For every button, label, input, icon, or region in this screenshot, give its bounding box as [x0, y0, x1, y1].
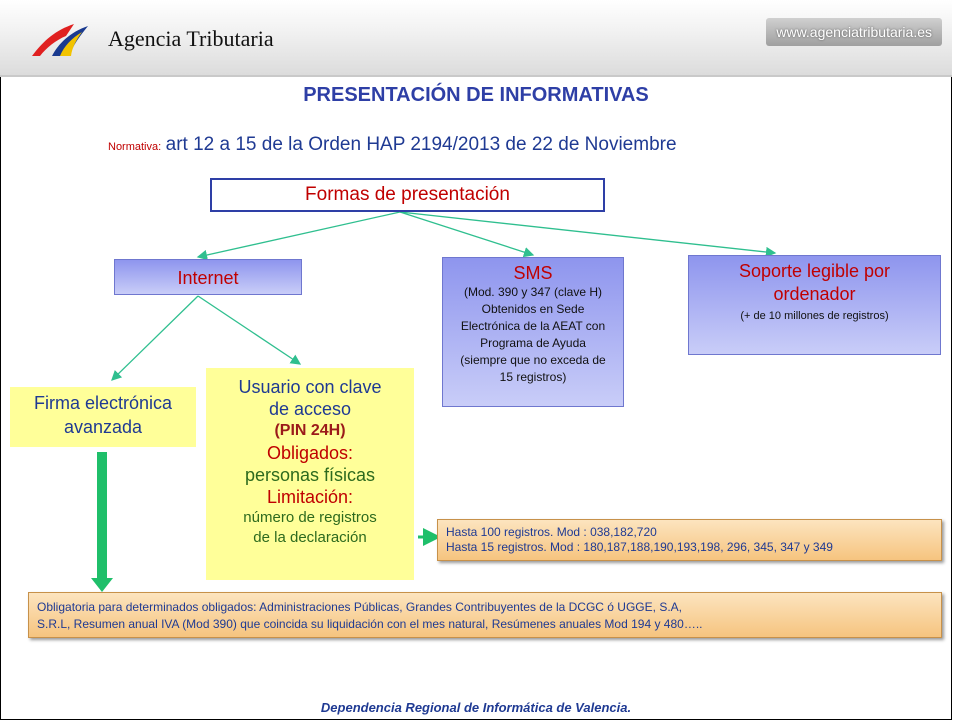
- footer-text: Dependencia Regional de Informática de V…: [320, 700, 632, 715]
- usuario-clave-box: Usuario con clave de acceso (PIN 24H) Ob…: [206, 368, 414, 580]
- page-title: PRESENTACIÓN DE INFORMATIVAS: [303, 84, 649, 106]
- sms-line: Electrónica de la AEAT con: [460, 319, 606, 333]
- firma-down-arrow: [91, 452, 113, 592]
- normativa-line: Normativa: art 12 a 15 de la Orden HAP 2…: [108, 134, 677, 156]
- firma-line1: Firma electrónica: [33, 393, 173, 413]
- connector-root-internet: [196, 211, 401, 261]
- sms-line: (siempre que no exceda de: [460, 353, 606, 367]
- de-la-declaracion: de la declaración: [253, 529, 367, 546]
- obligatoria-box: Obligatoria para determinados obligados:…: [28, 592, 942, 638]
- normativa-text: art 12 a 15 de la Orden HAP 2194/2013 de…: [165, 134, 677, 155]
- sms-line: 15 registros): [499, 370, 567, 384]
- usuario-line2: de acceso: [268, 399, 352, 419]
- agency-name: Agencia Tributaria: [108, 26, 274, 51]
- soporte-line2: ordenador: [773, 284, 856, 304]
- soporte-note: (+ de 10 millones de registros): [740, 310, 889, 322]
- soporte-box: Soporte legible por ordenador (+ de 10 m…: [688, 255, 941, 355]
- sms-line: (Mod. 390 y 347 (clave H): [463, 285, 603, 299]
- personas-fisicas: personas físicas: [244, 465, 376, 485]
- firma-electronica-box: Firma electrónica avanzada: [10, 387, 196, 447]
- website-url[interactable]: www.agenciatributaria.es: [766, 18, 942, 46]
- sms-title: SMS: [513, 263, 553, 283]
- sms-box: SMS (Mod. 390 y 347 (clave H) Obtenidos …: [442, 257, 624, 407]
- sms-line: Programa de Ayuda: [480, 336, 586, 350]
- formas-presentacion-box: Formas de presentación: [210, 178, 605, 212]
- connector-internet-firma: [111, 295, 199, 381]
- sms-line: Obtenidos en Sede: [481, 302, 585, 316]
- normativa-label: Normativa:: [108, 141, 162, 153]
- numero-registros: número de registros: [243, 509, 377, 526]
- header-bar: Agencia Tributaria www.agenciatributaria…: [0, 0, 952, 77]
- hasta-line2: Hasta 15 registros. Mod : 180,187,188,19…: [446, 540, 833, 554]
- usuario-line1: Usuario con clave: [238, 377, 382, 397]
- connector-root-sms: [399, 211, 535, 258]
- obligados-label: Obligados:: [266, 443, 354, 463]
- hasta-line1: Hasta 100 registros. Mod : 038,182,720: [446, 525, 657, 539]
- limitacion-label: Limitación:: [266, 487, 354, 507]
- connector-internet-usuario: [197, 295, 302, 365]
- obligatoria-line2: S.R.L, Resumen anual IVA (Mod 390) que c…: [37, 617, 703, 631]
- internet-box: Internet: [114, 259, 302, 295]
- hasta-registros-box: Hasta 100 registros. Mod : 038,182,720 H…: [437, 519, 942, 561]
- soporte-line1: Soporte legible por: [738, 261, 891, 281]
- pin-label: (PIN 24H): [274, 422, 346, 439]
- connector-root-soporte: [399, 211, 777, 258]
- firma-line2: avanzada: [63, 417, 143, 437]
- obligatoria-line1: Obligatoria para determinados obligados:…: [37, 600, 682, 614]
- agency-logo-icon: [32, 24, 88, 56]
